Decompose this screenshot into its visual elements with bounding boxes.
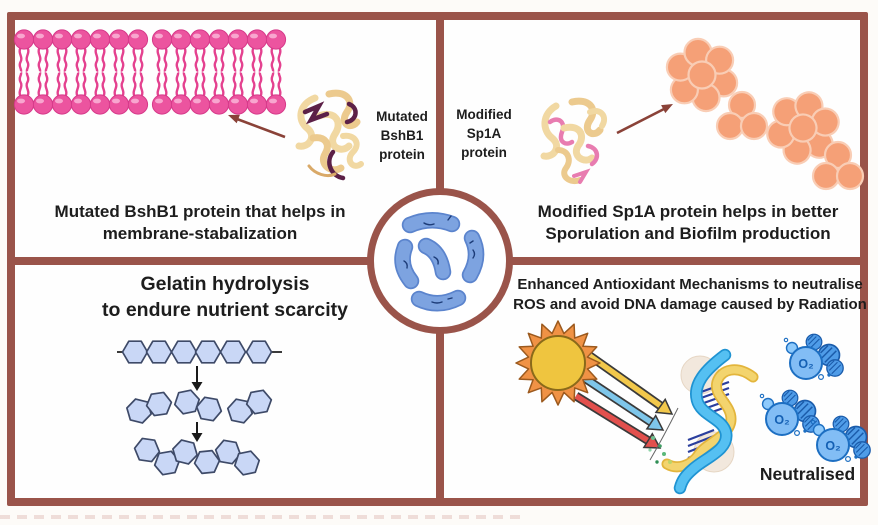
bottom-right-title-line1: Enhanced Antioxidant Mechanisms to neutr… (517, 276, 863, 293)
o2-molecule-label: O₂ (825, 439, 840, 453)
top-right-caption-line1: Modified Sp1A protein helps in better (537, 202, 839, 221)
o2-molecule-label: O₂ (774, 413, 789, 427)
dna-double-helix (661, 348, 759, 495)
radiation-dna-scene (515, 320, 759, 495)
bshb1-label-line3: protein (379, 146, 425, 162)
bshb1-label-line2: BshB1 (380, 127, 424, 143)
top-right-caption: Modified Sp1A protein helps in better Sp… (483, 201, 878, 246)
bshb1-protein-label: Mutated BshB1 protein (370, 108, 434, 165)
monomer-fragments (132, 436, 263, 478)
top-left-caption: Mutated BshB1 protein that helps in memb… (10, 201, 390, 246)
sp1a-label-line2: Sp1A (466, 125, 502, 141)
top-left-caption-line2: membrane-stabalization (102, 224, 298, 244)
top-left-caption-line1: Mutated BshB1 protein that helps in (54, 202, 346, 221)
bacteria-cells-icon (394, 212, 485, 312)
modified-sp1a-protein-structure (540, 97, 608, 184)
top-right-caption-line2: Sporulation and Biofilm production (545, 224, 831, 244)
bottom-left-title: Gelatin hydrolysis to endure nutrient sc… (30, 272, 420, 323)
dimer-fragments (123, 387, 275, 426)
polymer-chain (117, 340, 282, 364)
sp1a-label-line1: Modified (456, 107, 512, 122)
mutated-bshb1-protein-structure (295, 89, 364, 181)
bottom-left-title-line1: Gelatin hydrolysis (140, 273, 310, 295)
o2-molecule-label: O₂ (798, 357, 813, 371)
bshb1-label-line1: Mutated (376, 109, 428, 124)
neutralised-status-label: Neutralised (759, 464, 856, 484)
down-arrow-icon (191, 422, 203, 442)
spore-biofilm-clusters (665, 37, 865, 191)
sp1a-label-line3: protein (461, 144, 507, 160)
bottom-right-title: Enhanced Antioxidant Mechanisms to neutr… (480, 275, 878, 315)
radiation-rays (573, 352, 674, 449)
sun-icon (515, 320, 601, 406)
bottom-right-title-line2: ROS and avoid DNA damage caused by Radia… (513, 295, 867, 313)
gelatin-hydrolysis-diagram (117, 340, 282, 478)
central-bacteria-circle (367, 188, 513, 334)
sp1a-protein-label: Modified Sp1A protein (452, 106, 516, 163)
antioxidant-speckles (648, 436, 672, 464)
bottom-left-title-line2: to endure nutrient scarcity (102, 298, 348, 321)
watermark-dashes (0, 515, 520, 519)
arrow-to-spores-icon (616, 104, 673, 135)
lipid-bilayer-membrane-illustration (13, 28, 287, 116)
arrow-to-membrane-icon (228, 114, 286, 139)
neutralised-o2-molecules: O₂ O₂ O₂ (750, 322, 875, 474)
down-arrow-icon (191, 366, 203, 391)
shield-arc (649, 407, 679, 461)
